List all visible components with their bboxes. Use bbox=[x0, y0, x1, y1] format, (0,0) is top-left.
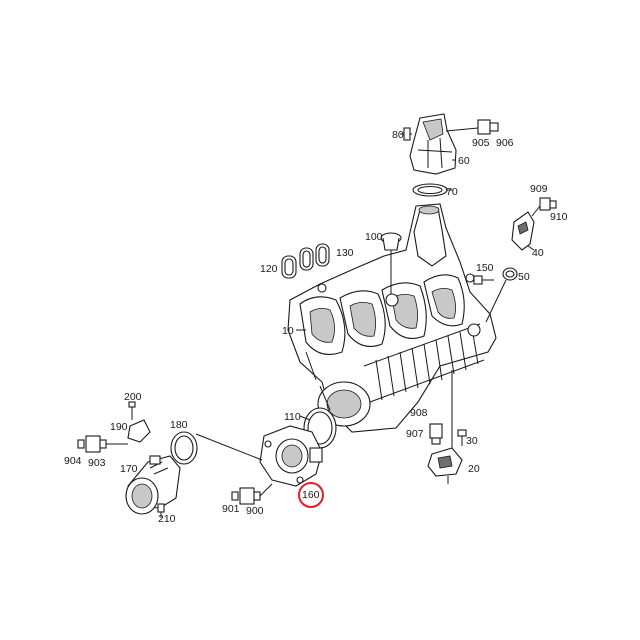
part-170-actuator[interactable] bbox=[125, 455, 181, 515]
label-906[interactable]: 906 bbox=[496, 137, 514, 149]
part-905-connector[interactable] bbox=[477, 119, 499, 135]
label-40[interactable]: 40 bbox=[532, 247, 544, 259]
highlight-circle-160 bbox=[298, 482, 324, 508]
part-150-bolt[interactable] bbox=[473, 275, 494, 285]
label-170[interactable]: 170 bbox=[120, 463, 138, 475]
part-30-bolt[interactable] bbox=[457, 429, 467, 446]
label-909[interactable]: 909 bbox=[530, 183, 548, 195]
part-130-gasket[interactable] bbox=[299, 243, 330, 271]
label-900[interactable]: 900 bbox=[246, 505, 264, 517]
part-904-903-connector[interactable] bbox=[77, 435, 128, 453]
part-80-screw[interactable] bbox=[403, 127, 412, 141]
label-80[interactable]: 80 bbox=[392, 129, 404, 141]
label-907[interactable]: 907 bbox=[406, 428, 424, 440]
part-200-screw[interactable] bbox=[128, 401, 136, 420]
label-160[interactable]: 160 bbox=[302, 489, 320, 501]
label-120[interactable]: 120 bbox=[260, 263, 278, 275]
label-904[interactable]: 904 bbox=[64, 455, 82, 467]
label-200[interactable]: 200 bbox=[124, 391, 142, 403]
label-910[interactable]: 910 bbox=[550, 211, 568, 223]
part-120-gasket[interactable] bbox=[281, 255, 297, 279]
label-60[interactable]: 60 bbox=[458, 155, 470, 167]
label-130[interactable]: 130 bbox=[336, 247, 354, 259]
label-20[interactable]: 20 bbox=[468, 463, 480, 475]
part-40-sensor[interactable] bbox=[511, 205, 541, 251]
label-30[interactable]: 30 bbox=[466, 435, 478, 447]
part-20-sensor[interactable] bbox=[427, 370, 463, 484]
part-907-908-connector[interactable] bbox=[429, 423, 443, 445]
label-901[interactable]: 901 bbox=[222, 503, 240, 515]
part-60-housing[interactable] bbox=[409, 113, 457, 175]
label-100[interactable]: 100 bbox=[365, 231, 383, 243]
label-70[interactable]: 70 bbox=[446, 186, 458, 198]
label-190[interactable]: 190 bbox=[110, 421, 128, 433]
label-903[interactable]: 903 bbox=[88, 457, 106, 469]
label-908[interactable]: 908 bbox=[410, 407, 428, 419]
part-10-intake-manifold[interactable] bbox=[287, 203, 497, 433]
label-10[interactable]: 10 bbox=[282, 325, 294, 337]
part-901-900-connector[interactable] bbox=[231, 483, 273, 505]
part-100-plug[interactable] bbox=[380, 232, 402, 294]
label-110[interactable]: 110 bbox=[284, 411, 301, 423]
part-190-bracket[interactable] bbox=[127, 419, 151, 443]
label-150[interactable]: 150 bbox=[476, 262, 494, 274]
part-160-throttle-body[interactable] bbox=[259, 425, 323, 487]
part-909-connector[interactable] bbox=[539, 197, 557, 211]
part-50-o-ring[interactable] bbox=[485, 267, 518, 323]
label-905[interactable]: 905 bbox=[472, 137, 490, 149]
part-180-seal[interactable] bbox=[170, 431, 263, 465]
label-180[interactable]: 180 bbox=[170, 419, 188, 431]
part-210-screw[interactable] bbox=[157, 503, 165, 518]
part-70-seal-ring[interactable] bbox=[412, 183, 448, 197]
label-50[interactable]: 50 bbox=[518, 271, 530, 283]
label-210[interactable]: 210 bbox=[158, 513, 176, 525]
